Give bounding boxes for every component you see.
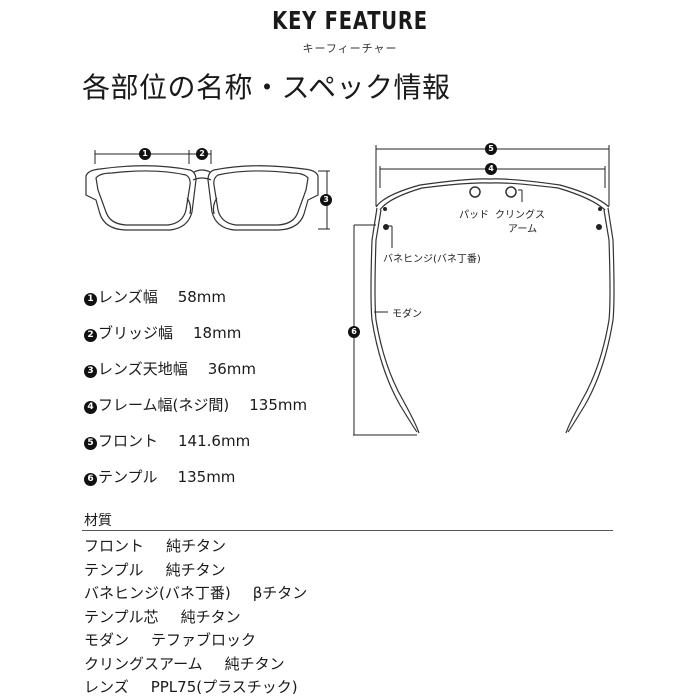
spec-value: 135mm [249,396,308,414]
material-value: 純チタン [166,537,227,555]
label-modern: モダン [392,309,422,320]
material-row: テンプル芯 純チタン [84,606,307,630]
spec-number-badge: 3 [84,365,97,378]
spec-number-badge: 2 [84,329,97,342]
material-value: PPL75(プラスチック) [150,678,298,696]
top-markers [348,143,497,338]
label-clings-arm-2: アーム [508,224,538,235]
spec-label: フレーム幅(ネジ間) [98,396,230,414]
marker-4: 4 [488,164,494,173]
material-value: 純チタン [180,607,241,626]
spec-label: ブリッジ幅 [98,324,174,342]
spec-value: 135mm [177,468,236,486]
material-row: テンプル 純チタン [84,559,307,583]
material-value: 純チタン [165,560,226,579]
spec-value: 141.6mm [178,432,251,450]
material-part: クリングスアーム [84,654,203,673]
front-markers [139,148,332,206]
section-title: 各部位の名称・スペック情報 [82,71,451,104]
material-part: バネヒンジ(バネ丁番) [84,584,231,602]
material-part: モダン [84,631,130,649]
materials-divider [82,530,613,531]
material-part: テンプル芯 [84,607,159,626]
spec-label: レンズ幅 [98,288,158,306]
spec-value: 18mm [193,324,242,342]
material-row: モダン テファブロック [84,629,307,653]
materials-list: フロント純チタン テンプル純チタン バネヒンジ(バネ丁番)βチタン テンプル芯純… [84,535,307,700]
material-row: バネヒンジ(バネ丁番) βチタン [84,582,307,606]
material-value: βチタン [252,584,308,602]
spec-label: レンズ天地幅 [98,360,188,378]
label-spring-hinge: バネヒンジ(バネ丁番) [383,254,481,265]
marker-1: 1 [142,149,148,158]
material-part: フロント [84,537,145,555]
marker-6: 6 [351,327,357,336]
material-part: テンプル [84,560,144,579]
top-hardware [383,186,602,230]
marker-2: 2 [199,149,205,158]
spec-label: テンプル [98,468,158,486]
label-clings-arm-1: クリングス [495,210,545,221]
front-frame [85,165,319,231]
spec-label: フロント [98,432,159,450]
spec-number-badge: 1 [84,293,97,306]
material-row: クリングスアーム 純チタン [84,653,307,677]
materials-title: 材質 [84,513,112,529]
material-value: 純チタン [224,654,285,673]
top-frame [370,178,615,434]
spec-number-badge: 4 [84,401,97,414]
material-row: レンズ PPL75(プラスチック) [84,676,307,700]
key-feature-subtitle: キーフィーチャー [302,42,398,55]
spec-number-badge: 6 [84,473,97,486]
material-value: テファブロック [151,631,257,649]
spec-value: 36mm [207,360,257,378]
marker-3: 3 [323,195,329,204]
material-row: フロント 純チタン [84,535,307,559]
material-part: レンズ [84,678,129,696]
key-feature-title: KEY FEATURE [272,6,428,35]
marker-5: 5 [488,144,494,153]
label-pad: パッド [459,210,489,221]
spec-value: 58mm [177,288,227,306]
spec-number-badge: 5 [84,437,97,450]
